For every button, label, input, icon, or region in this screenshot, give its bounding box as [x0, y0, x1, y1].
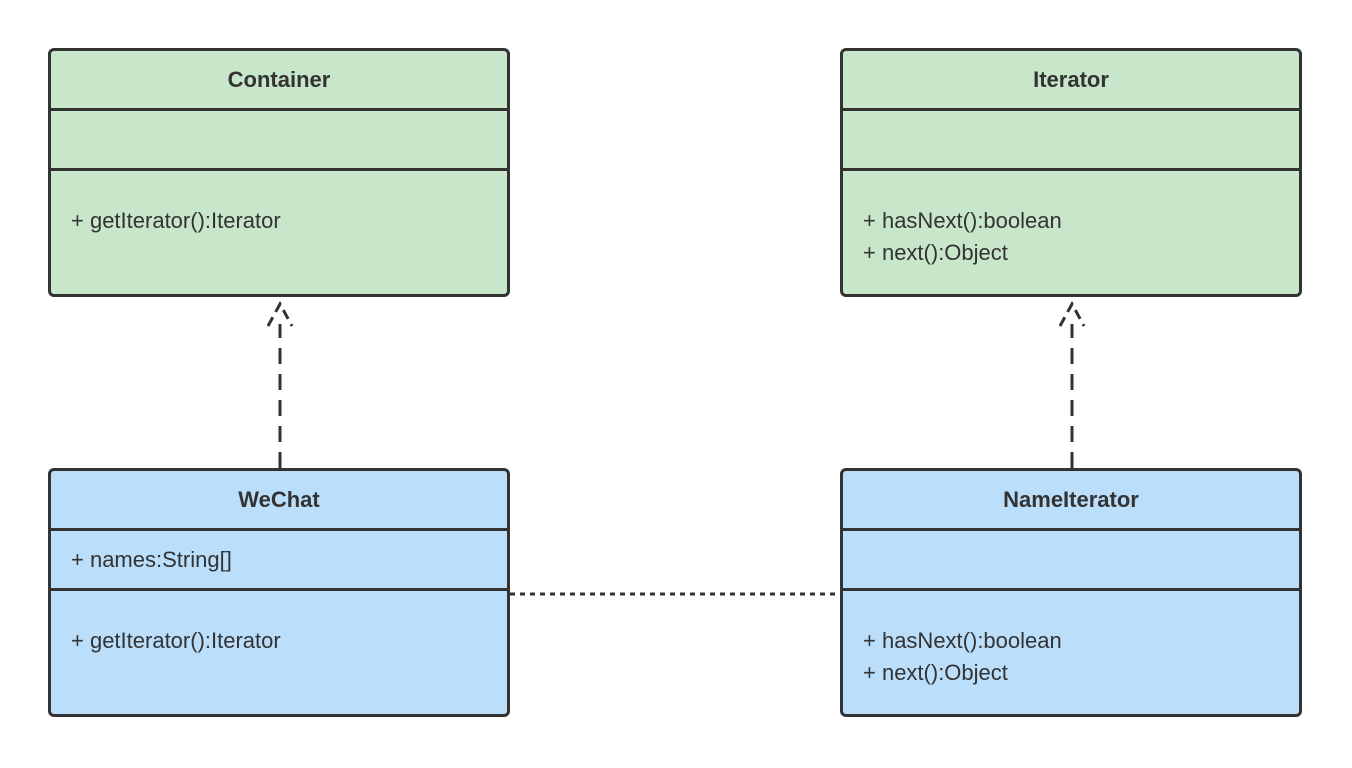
wechat-attribute: + names:String[]	[71, 547, 232, 572]
nameiterator-operation: + next():Object	[863, 660, 1008, 685]
wechat-class-box[interactable]: WeChat + names:String[] + getIterator():…	[48, 468, 510, 717]
iterator-class-box[interactable]: Iterator + hasNext():boolean + next():Ob…	[840, 48, 1302, 297]
iterator-operations-section: + hasNext():boolean + next():Object	[843, 171, 1299, 269]
wechat-operation: + getIterator():Iterator	[71, 628, 281, 653]
wechat-realizes-container-arrowhead	[266, 300, 294, 327]
iterator-operation: + hasNext():boolean	[863, 208, 1062, 233]
container-operations-section: + getIterator():Iterator	[51, 171, 507, 237]
container-class-box[interactable]: Container + getIterator():Iterator	[48, 48, 510, 297]
wechat-operations-section: + getIterator():Iterator	[51, 591, 507, 657]
iterator-operation: + next():Object	[863, 240, 1008, 265]
container-operation: + getIterator():Iterator	[71, 208, 281, 233]
nameiterator-class-box[interactable]: NameIterator + hasNext():boolean + next(…	[840, 468, 1302, 717]
nameiterator-operation: + hasNext():boolean	[863, 628, 1062, 653]
container-attributes-section	[51, 111, 507, 171]
nameiterator-class-name: NameIterator	[843, 471, 1299, 531]
nameiterator-attributes-section	[843, 531, 1299, 591]
container-class-name: Container	[51, 51, 507, 111]
nameiterator-realizes-iterator-arrowhead	[1058, 300, 1086, 327]
nameiterator-operations-section: + hasNext():boolean + next():Object	[843, 591, 1299, 689]
wechat-class-name: WeChat	[51, 471, 507, 531]
iterator-attributes-section	[843, 111, 1299, 171]
wechat-attributes-section: + names:String[]	[51, 531, 507, 591]
iterator-class-name: Iterator	[843, 51, 1299, 111]
